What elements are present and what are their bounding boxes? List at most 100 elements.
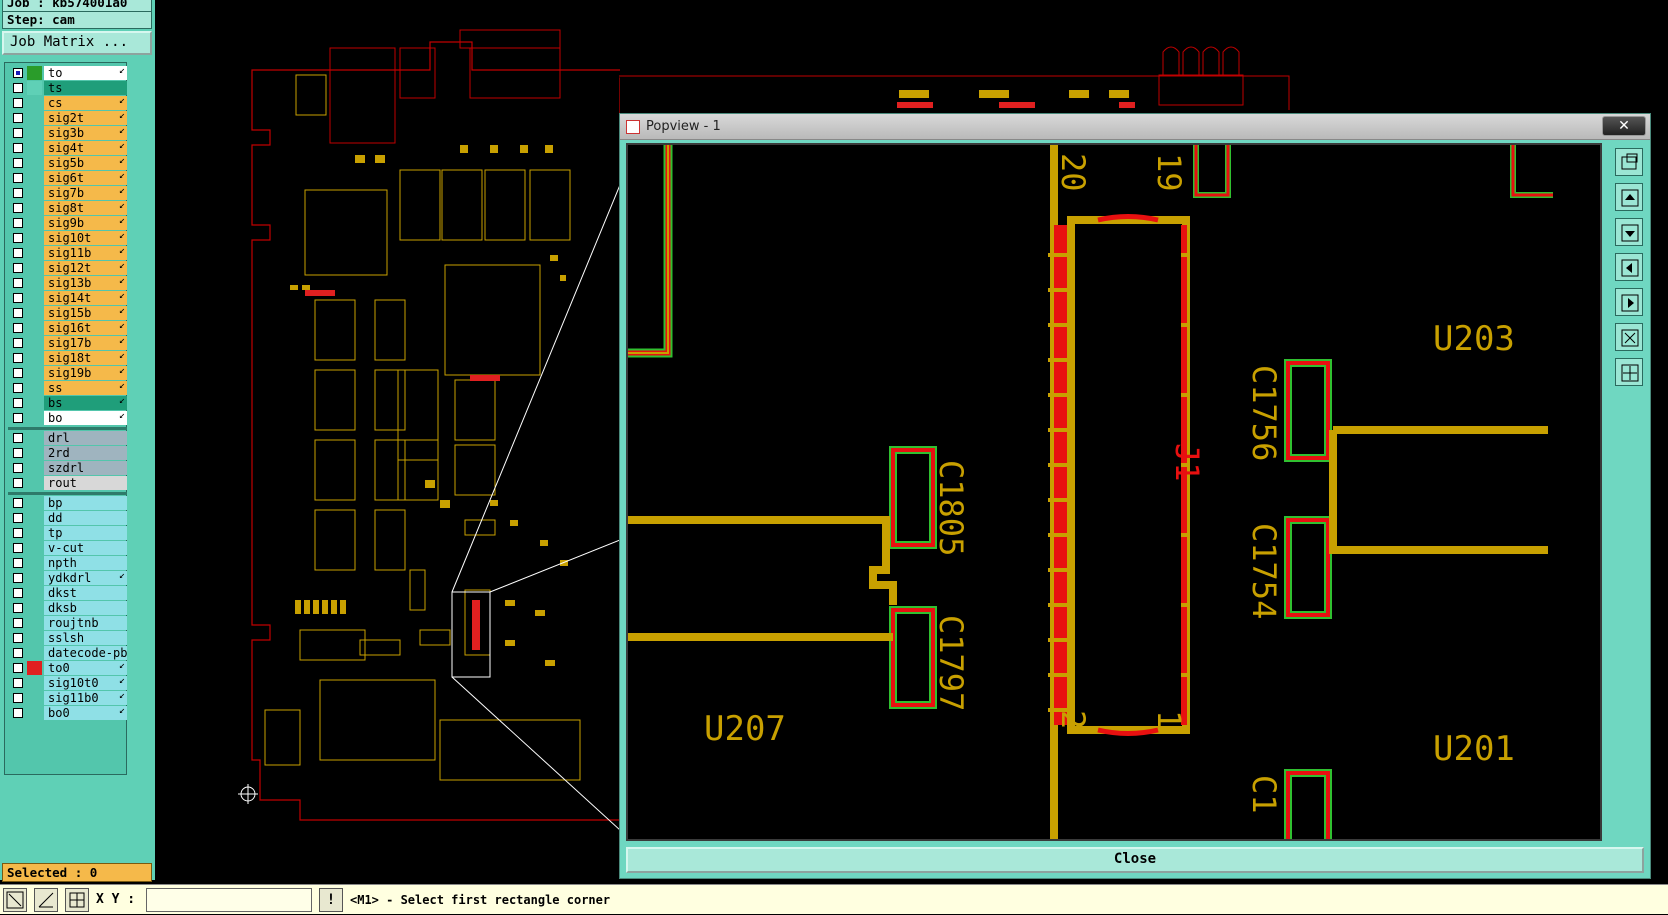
layer-name[interactable]: sig2t [44,111,127,125]
layer-row-ts[interactable]: ts [8,80,127,95]
layer-row-sslsh[interactable]: sslsh [8,630,127,645]
popview-close-button[interactable]: Close [626,847,1644,873]
layer-row-to0[interactable]: to0↙ [8,660,127,675]
exclamation-button[interactable]: ! [319,888,343,912]
layer-color-swatch[interactable] [27,351,42,365]
layer-name[interactable]: sig3b [44,126,127,140]
layer-color-swatch[interactable] [27,216,42,230]
layer-checkbox[interactable] [13,338,23,348]
layer-color-swatch[interactable] [27,171,42,185]
layer-color-swatch[interactable] [27,81,42,95]
layer-name[interactable]: sig8t [44,201,127,215]
layer-name[interactable]: dksb [44,601,127,615]
layer-row-sig5b[interactable]: sig5b↙ [8,155,127,170]
layer-row-sig11b[interactable]: sig11b↙ [8,245,127,260]
grid-tool-icon[interactable] [65,888,89,912]
layer-color-swatch[interactable] [27,366,42,380]
measure-tool-icon[interactable] [34,888,58,912]
layer-row-bs[interactable]: bs↙ [8,395,127,410]
layer-row-szdrl[interactable]: szdrl [8,460,127,475]
layer-checkbox[interactable] [13,98,23,108]
layer-row-sig8t[interactable]: sig8t↙ [8,200,127,215]
layer-name[interactable]: 2rd [44,446,127,460]
layer-color-swatch[interactable] [27,411,42,425]
layer-color-swatch[interactable] [27,336,42,350]
layer-row-sig12t[interactable]: sig12t↙ [8,260,127,275]
layer-name[interactable]: rout [44,476,127,490]
layer-color-swatch[interactable] [27,646,42,660]
layer-name[interactable]: to0 [44,661,127,675]
layer-row-sig7b[interactable]: sig7b↙ [8,185,127,200]
layer-checkbox[interactable] [13,293,23,303]
layer-row-v-cut[interactable]: v-cut [8,540,127,555]
layer-checkbox[interactable] [13,278,23,288]
layer-name[interactable]: sig18t [44,351,127,365]
layer-color-swatch[interactable] [27,446,42,460]
pan-down-icon[interactable] [1615,218,1643,246]
layer-checkbox[interactable] [13,618,23,628]
layer-color-swatch[interactable] [27,586,42,600]
layer-row-sig14t[interactable]: sig14t↙ [8,290,127,305]
layer-color-swatch[interactable] [27,571,42,585]
layer-color-swatch[interactable] [27,156,42,170]
layer-color-swatch[interactable] [27,556,42,570]
layer-checkbox[interactable] [13,433,23,443]
layer-checkbox[interactable] [13,203,23,213]
layer-row-sig3b[interactable]: sig3b↙ [8,125,127,140]
layer-checkbox[interactable] [13,528,23,538]
layer-checkbox[interactable] [13,233,23,243]
layer-color-swatch[interactable] [27,396,42,410]
zoom-out-icon[interactable] [1615,358,1643,386]
layer-row-sig18t[interactable]: sig18t↙ [8,350,127,365]
layer-checkbox[interactable] [13,368,23,378]
layer-color-swatch[interactable] [27,526,42,540]
layer-name[interactable]: sig14t [44,291,127,305]
layer-name[interactable]: sig10t [44,231,127,245]
pan-up-icon[interactable] [1615,183,1643,211]
layer-row-sig16t[interactable]: sig16t↙ [8,320,127,335]
layer-name[interactable]: sig11b0 [44,691,127,705]
layer-checkbox[interactable] [13,323,23,333]
layer-checkbox[interactable] [13,83,23,93]
layer-row-sig19b[interactable]: sig19b↙ [8,365,127,380]
layer-name[interactable]: szdrl [44,461,127,475]
layer-name[interactable]: sig17b [44,336,127,350]
layer-name[interactable]: sig9b [44,216,127,230]
popview-titlebar[interactable]: Popview - 1 ✕ [620,114,1650,140]
layer-color-swatch[interactable] [27,601,42,615]
zoom-in-icon[interactable] [1615,323,1643,351]
layer-color-swatch[interactable] [27,321,42,335]
layer-name[interactable]: sig11b [44,246,127,260]
layer-checkbox[interactable] [13,383,23,393]
layer-color-swatch[interactable] [27,126,42,140]
layer-row-sig6t[interactable]: sig6t↙ [8,170,127,185]
layer-checkbox[interactable] [13,543,23,553]
layer-name[interactable]: sig10t0 [44,676,127,690]
layer-name[interactable]: roujtnb [44,616,127,630]
layer-name[interactable]: sig16t [44,321,127,335]
layer-name[interactable]: sig15b [44,306,127,320]
layer-name[interactable]: dd [44,511,127,525]
layer-name[interactable]: sig12t [44,261,127,275]
layer-row-drl[interactable]: drl [8,430,127,445]
layer-checkbox[interactable] [13,573,23,583]
layer-color-swatch[interactable] [27,496,42,510]
layer-color-swatch[interactable] [27,141,42,155]
layer-color-swatch[interactable] [27,631,42,645]
layer-color-swatch[interactable] [27,111,42,125]
layer-row-cs[interactable]: cs↙ [8,95,127,110]
xy-input[interactable] [146,888,312,912]
layer-name[interactable]: ts [44,81,127,95]
layer-color-swatch[interactable] [27,66,42,80]
layer-checkbox[interactable] [13,463,23,473]
layer-color-swatch[interactable] [27,186,42,200]
layer-row-ss[interactable]: ss↙ [8,380,127,395]
layer-name[interactable]: dkst [44,586,127,600]
popview-canvas[interactable]: U203 U207 U201 C1756 C1754 C1805 C1797 2… [626,143,1602,841]
layer-checkbox[interactable] [13,633,23,643]
layer-row-roujtnb[interactable]: roujtnb [8,615,127,630]
layer-row-bo[interactable]: bo↙ [8,410,127,425]
zoom-fit-icon[interactable] [1615,148,1643,176]
layer-row-2rd[interactable]: 2rd [8,445,127,460]
layer-row-tp[interactable]: tp [8,525,127,540]
